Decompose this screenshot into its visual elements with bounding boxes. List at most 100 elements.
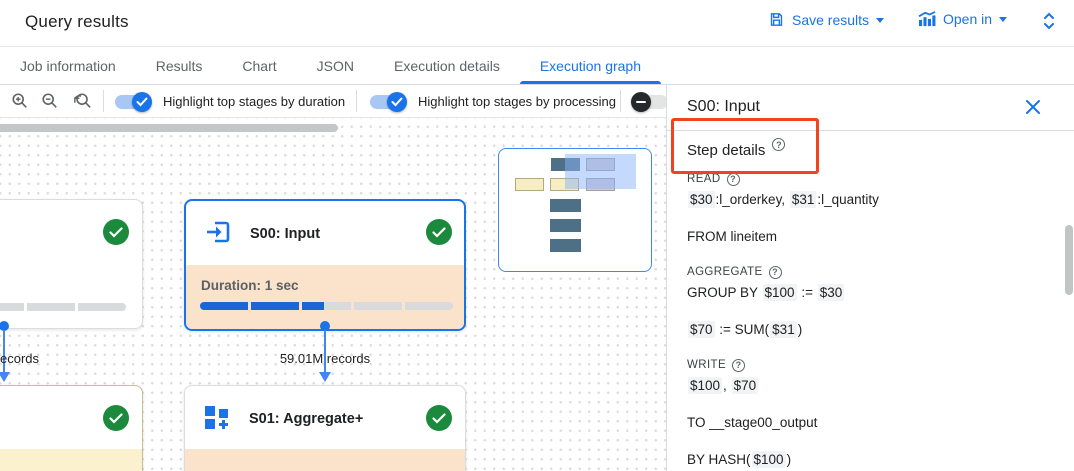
stage-card-s00[interactable]: S00: Input Duration: 1 sec <box>184 199 466 331</box>
close-icon[interactable] <box>1025 99 1043 117</box>
variable-chip: $31 <box>770 321 797 338</box>
step-line: BY HASH($100) <box>687 451 1057 468</box>
stage-progress-bar <box>0 303 126 311</box>
minimap-stage-rect <box>515 178 544 191</box>
caret-down-icon <box>999 17 1008 22</box>
edge-arrow-icon <box>319 372 331 382</box>
step-line-text: :l_quantity <box>817 192 879 207</box>
minimap-stage-rect <box>550 199 581 212</box>
step-operation-label: READ? <box>687 172 1057 186</box>
stage-card-s01[interactable]: S01: Aggregate+ <box>184 385 466 471</box>
stage-card[interactable] <box>0 199 143 329</box>
tab-label: Results <box>155 58 203 74</box>
tab-label: Execution details <box>393 58 500 74</box>
stage-title: S00: Input <box>250 226 321 242</box>
duration-label: Duration: 1 sec <box>201 278 299 293</box>
step-details-label: Step details <box>687 142 766 159</box>
variable-chip: $70 <box>688 321 715 338</box>
step-block: FROM lineitem <box>687 228 1057 245</box>
step-block: AGGREGATE? GROUP BY $100 := $30 <box>687 265 1057 301</box>
caret-down-icon <box>876 17 885 23</box>
stage-progress-bar <box>200 302 454 310</box>
stage-completed-icon <box>103 405 129 431</box>
help-icon[interactable]: ? <box>768 265 782 279</box>
chart-icon <box>918 11 936 27</box>
open-in-button[interactable]: Open in <box>918 11 1008 27</box>
toggle-highlight-duration[interactable] <box>112 92 152 112</box>
expand-collapse-icon[interactable] <box>1040 10 1058 37</box>
edge-arrow-icon <box>0 372 10 382</box>
tab-bar: Job information Results Chart JSON Execution… <box>0 48 1074 85</box>
help-icon[interactable]: ? <box>726 172 740 186</box>
variable-chip: $100 <box>751 451 786 468</box>
minimap-viewport[interactable] <box>565 154 636 189</box>
step-block: $70 := SUM($31) <box>687 321 1057 338</box>
variable-chip: $70 <box>731 377 759 394</box>
header: Query results Save results Open in <box>0 0 1074 47</box>
variable-chip: $30 <box>688 191 715 208</box>
toggle-knob <box>132 92 152 112</box>
tab-json[interactable]: JSON <box>297 48 374 84</box>
tab-label: Chart <box>242 58 277 74</box>
help-icon[interactable]: ? <box>772 138 786 151</box>
toggle-dark-background[interactable] <box>631 92 671 112</box>
edge-connector-dot <box>320 321 330 331</box>
tab-label: JSON <box>316 58 354 74</box>
step-line-text: GROUP BY <box>687 285 762 300</box>
tab-execution-graph[interactable]: Execution graph <box>519 48 662 84</box>
step-line-text: ) <box>797 322 803 337</box>
minimap-stage-rect <box>550 219 581 232</box>
save-results-button[interactable]: Save results <box>768 11 885 28</box>
stage-duration-section <box>0 449 142 471</box>
step-line-text: := <box>797 285 817 300</box>
zoom-in-button[interactable] <box>8 89 32 113</box>
progress-segment <box>251 302 300 310</box>
edge-line <box>3 330 5 372</box>
help-icon[interactable]: ? <box>732 358 746 372</box>
step-block: WRITE?$100, $70 <box>687 358 1057 394</box>
zoom-out-button[interactable] <box>38 89 62 113</box>
edge-records-label: ecords <box>0 351 40 366</box>
step-line: TO __stage00_output <box>687 414 1057 431</box>
step-line-text: FROM lineitem <box>687 229 778 244</box>
toggle-duration-label: Highlight top stages by duration <box>163 94 346 109</box>
stage-title: S01: Aggregate+ <box>249 411 364 427</box>
step-block: READ? $30:l_orderkey, $31:l_quantity <box>687 172 1057 208</box>
step-line: GROUP BY $100 := $30 <box>687 284 1057 301</box>
variable-chip: $31 <box>789 191 817 208</box>
stage-completed-icon <box>426 405 452 431</box>
zoom-reset-button[interactable] <box>70 89 94 113</box>
variable-chip: $100 <box>762 284 797 301</box>
panel-scrollbar-thumb[interactable] <box>1065 225 1073 295</box>
progress-segment <box>200 302 249 310</box>
toggle-highlight-processing[interactable] <box>367 92 407 112</box>
stage-card[interactable] <box>0 385 143 471</box>
minimap-stage-rect <box>550 239 581 252</box>
tab-job-information[interactable]: Job information <box>0 48 136 84</box>
progress-segment <box>404 302 454 310</box>
progress-segment <box>353 302 402 310</box>
tab-results[interactable]: Results <box>136 48 223 84</box>
variable-chip: $30 <box>817 284 845 301</box>
step-line: $70 := SUM($31) <box>687 321 1057 338</box>
variable-chip: $100 <box>688 377 723 394</box>
step-line-text: BY HASH( <box>687 452 751 467</box>
input-stage-icon <box>207 221 230 243</box>
save-icon <box>770 13 783 26</box>
step-line: $30:l_orderkey, $31:l_quantity <box>687 191 1057 208</box>
open-in-label: Open in <box>943 11 993 27</box>
check-icon <box>136 97 148 107</box>
step-details-panel: S00: Input Step details ? READ? $30:l_ord… <box>666 85 1074 471</box>
tab-execution-details[interactable]: Execution details <box>374 48 520 84</box>
edge-connector-dot <box>0 321 9 331</box>
progress-segment <box>26 303 75 311</box>
graph-minimap[interactable] <box>498 148 652 272</box>
page-title: Query results <box>25 12 129 31</box>
tab-chart[interactable]: Chart <box>222 48 296 84</box>
horizontal-scrollbar-thumb[interactable] <box>0 124 338 132</box>
step-operation-label: WRITE? <box>687 358 1057 372</box>
panel-title: S00: Input <box>687 98 760 115</box>
step-operation-label: AGGREGATE? <box>687 265 1057 279</box>
tab-label: Execution graph <box>539 58 642 74</box>
